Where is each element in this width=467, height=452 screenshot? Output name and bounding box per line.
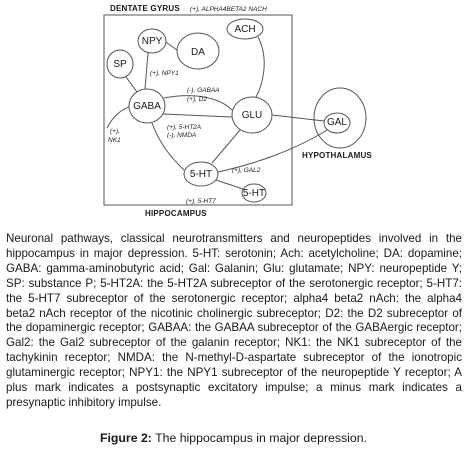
hippocampus-diagram: Dentate gyrus Hippocampus Hypothalamus N… [103,4,372,218]
pathway-gal-serotonin [217,129,328,173]
region-hippocampus: Hippocampus [145,209,207,218]
gaba-node [128,88,166,124]
hypothalamus-ellipse [313,87,367,149]
pathway-sp-gaba [125,76,138,93]
annotation-gal2: (+), Gal2 [232,167,261,174]
ach-label: Ach [234,24,255,35]
pathway-gaba-glu [163,95,233,111]
annotation-nmda: (-), NMDA [167,132,196,139]
figure-caption: Figure 2: The hippocampus in major depre… [0,431,467,445]
serotonin-main-label: 5-HT [190,169,212,180]
gal-node [323,112,351,134]
hippocampus-box [103,14,293,206]
npy-label: NPY [142,36,163,47]
figure-description: Neuronal pathways, classical neurotransm… [6,232,462,409]
pathway-ach-glu [255,36,265,98]
figure-title: The hippocampus in major depression. [155,431,368,445]
serotonin-main-node [183,161,219,187]
pathway-gaba-serotonin [151,122,185,171]
pathway-gaba-glu-lower [162,113,233,118]
sp-node [106,49,134,79]
figure-label: Figure 2: [99,431,152,445]
annotation-nk1-sign: (+), [110,128,120,135]
annotation-ht2a: (+), 5-HT2A [167,124,201,131]
pathway-glu-serotonin [211,129,241,164]
ach-node [226,18,264,40]
npy-node [137,28,167,54]
da-label: DA [191,47,205,58]
annotation-d2: (+), D2 [187,96,207,103]
diagram-canvas: Dentate gyrus Hippocampus Hypothalamus N… [103,4,372,218]
pathway-npy-gaba [144,52,149,90]
region-dentate-gyrus: Dentate gyrus [110,4,180,13]
pathway-npy-da [165,41,178,51]
serotonin-small-node [241,183,267,203]
sp-label: SP [113,59,127,70]
region-hypothalamus: Hypothalamus [302,151,372,160]
pathway-gal-glu [271,114,325,122]
glu-label: Glu [242,110,263,121]
pathway-gaba-left [106,106,130,129]
annotation-ht7: (+), 5-HT7 [186,198,216,205]
annotation-gabaa: (-), GABAA [187,87,220,94]
serotonin-small-label: 5-HT [243,188,265,199]
annotation-npy1: (+), NPY1 [150,70,179,77]
annotation-nk1: NK1 [108,137,121,144]
gaba-label: GABA [133,101,161,112]
gal-label: Gal [327,117,347,128]
pathway-serotonin-small [215,179,244,190]
da-node [176,32,220,70]
